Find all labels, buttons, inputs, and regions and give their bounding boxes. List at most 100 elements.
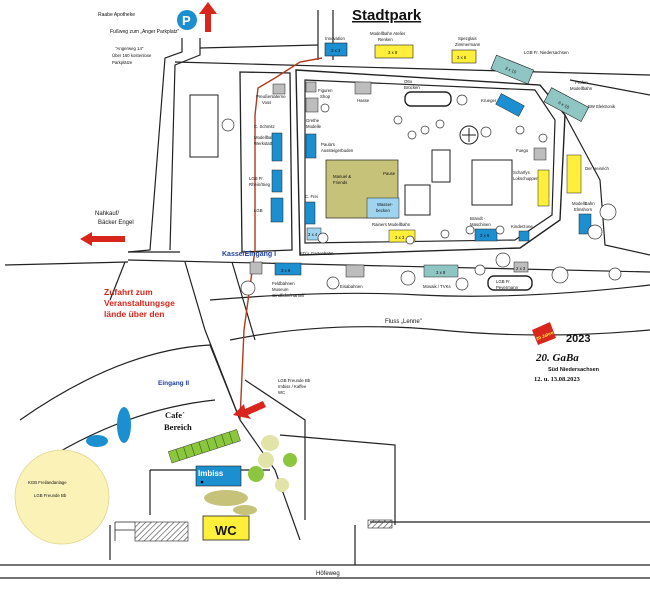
shop-label-1: Nahkauf/ [95,211,119,217]
lgb-freunde-label-1: LGB Freunde Bb [278,378,311,383]
event-dates: 12. u. 13.08.2023 [534,376,581,383]
stand-spezglais-label-1: Spezglais [458,36,477,41]
imbiss-box [195,465,242,487]
wc-box [202,515,250,541]
parking-info-1: "Angerweg 14" [115,46,144,51]
stand-brandt-size: 3 x 6 [480,233,490,238]
stand-rheinsieg-label-1: LGB Fr. [249,176,264,181]
kasse-label: Kasse/Eingang I [222,251,276,258]
street-label: Höfeweg [316,571,340,577]
stand-feldbahn-label-1: Feldbahnen [272,281,295,286]
pond-1 [117,407,131,443]
shrub-2 [283,453,297,467]
freiland-label-1: KGB Freilandanlage [28,480,67,485]
stand-scharfys-box [537,169,550,207]
event-name: 20. GaBa [535,352,579,364]
stand-brandt-label-1: Brandt - [470,216,486,221]
area-manuel-label-1: Manuel & [333,174,351,179]
stand-peyermann-label-2: Peyermann [496,285,519,290]
stand-bw-label: BW Elektronik [588,104,616,109]
stand-eisenbahn-label: Eisabahnen [340,284,363,289]
stand-paulas-label-1: Paula's [321,142,335,147]
building-left [189,94,219,158]
shrub-1 [261,435,279,451]
stand-scharfys-label-2: Lokschuppen [513,176,539,181]
stand-peyermann-label-1: LGB Fr. [496,279,511,284]
stand-atelier-label-2: Renken [378,37,393,42]
cafe-label-2: Bereich [164,422,192,432]
building-inner [471,159,513,206]
stand-werkstatt-label-1: Modellbahn [254,135,277,140]
event-badge: 20 Jahre [532,322,556,345]
stand-rainers-size: 3 x 3 [395,235,405,240]
stand-lgb-ns-label: LGB Fr. Niedersachsen [524,50,569,55]
shop-label-2: Bäcker Engel [98,220,134,226]
parking-icon: P [177,10,197,30]
access-label-2: Veranstaltungsge [104,298,175,308]
stand-krueger-label: Krueger [481,98,497,103]
stand-mosaik-label: Mosaik / TVKs [423,284,451,289]
stand-peyermann-frame [487,275,533,291]
stand-lgb-label: LGB [254,208,263,213]
stand-brandt-label-2: Maschinen [470,222,491,227]
stand-kinderzone-box [518,230,530,242]
stand-krueger [495,93,525,117]
lgb-freunde-label-2: Imbiss / Kaffee [278,384,307,389]
stand-elmshorn-box [578,213,592,235]
stand-otto-label-1: Otto [404,79,413,84]
event-badge-text: 20 Jahre [535,330,554,342]
stand-pruefen-label-2: Modellbahn [570,86,593,91]
stand-rainers-label: Rainers Modellbahn [372,222,411,227]
eingang2-label: Eingang II [158,380,189,387]
access-label-1: Zufahrt zum [104,287,153,297]
freiland-label-2: LGB Freunde Bb [34,493,67,498]
stand-hasse-label: Hasse [357,98,370,103]
stand-innovation [324,42,348,57]
pharmacy-label: Raabe Apotheke [98,12,135,18]
lgb-freunde-label-3: WC [278,390,285,395]
stand-peyermann-box [513,261,529,273]
stand-spezglais-size: 3 x 6 [457,55,467,60]
stand-feldbahn-size: 3 x 6 [281,268,291,273]
river-label: Fluss „Lenne" [385,319,422,325]
area-manuel-label-2: Friends [333,180,347,185]
stand-figuren-box [305,81,317,93]
stand-grethe-box [305,97,319,113]
shrub-5 [275,478,289,492]
entry-arrow-icon [233,401,266,419]
stand-pruefen-size: 6 x 10 [557,100,570,110]
stand-hasse-box [354,81,372,95]
stand-feldbahn-label-2: Museum [272,287,289,292]
stand-3x4-size: 3 x 4 [308,232,318,237]
stand-otto-box [404,91,452,107]
north-arrow-icon [199,2,217,32]
stand-kinderzone-label: Kinderzone [511,224,533,229]
stand-paulas-label-2: Aussteigerbuden [321,148,354,153]
stand-fuego-label: Fuego [516,148,529,153]
area-pause-label: Pause [383,171,396,176]
stand-pruefen: 6 x 10 [543,87,590,122]
cafe-label-1: Cafe´ [165,410,185,420]
wc-label: WC [215,523,237,538]
stand-lgb-box [270,197,284,223]
area-wasserbecken [366,197,400,219]
stand-pruefen-label-1: Prüfen [575,80,588,85]
red-route [239,57,323,421]
cafe-area [167,429,241,464]
freiland-area [14,449,110,545]
stand-eisenbahn-box [345,264,365,278]
stand-mosaik-size: 3 x 8 [436,270,446,275]
stand-innovation-label: Innovation [325,36,345,41]
stand-lgb-ns-size: 3 x 10 [504,66,517,75]
stand-cfrei-box [304,201,316,225]
imbiss-dot [200,480,204,484]
stand-schmitz-label: C. Schmitz [254,124,275,129]
shrub-4 [258,452,274,468]
stand-peyermann-size: 2 x 3 [516,266,526,271]
stand-atelier-label-1: Modellbahn Atelier [370,31,406,36]
area-wasser-label-1: Wasser- [377,202,393,207]
stand-preussen-label-1: Preußenlaterne [256,94,286,99]
stand-brandt-box [474,228,498,242]
imbiss-label: Imbiss [198,469,224,478]
